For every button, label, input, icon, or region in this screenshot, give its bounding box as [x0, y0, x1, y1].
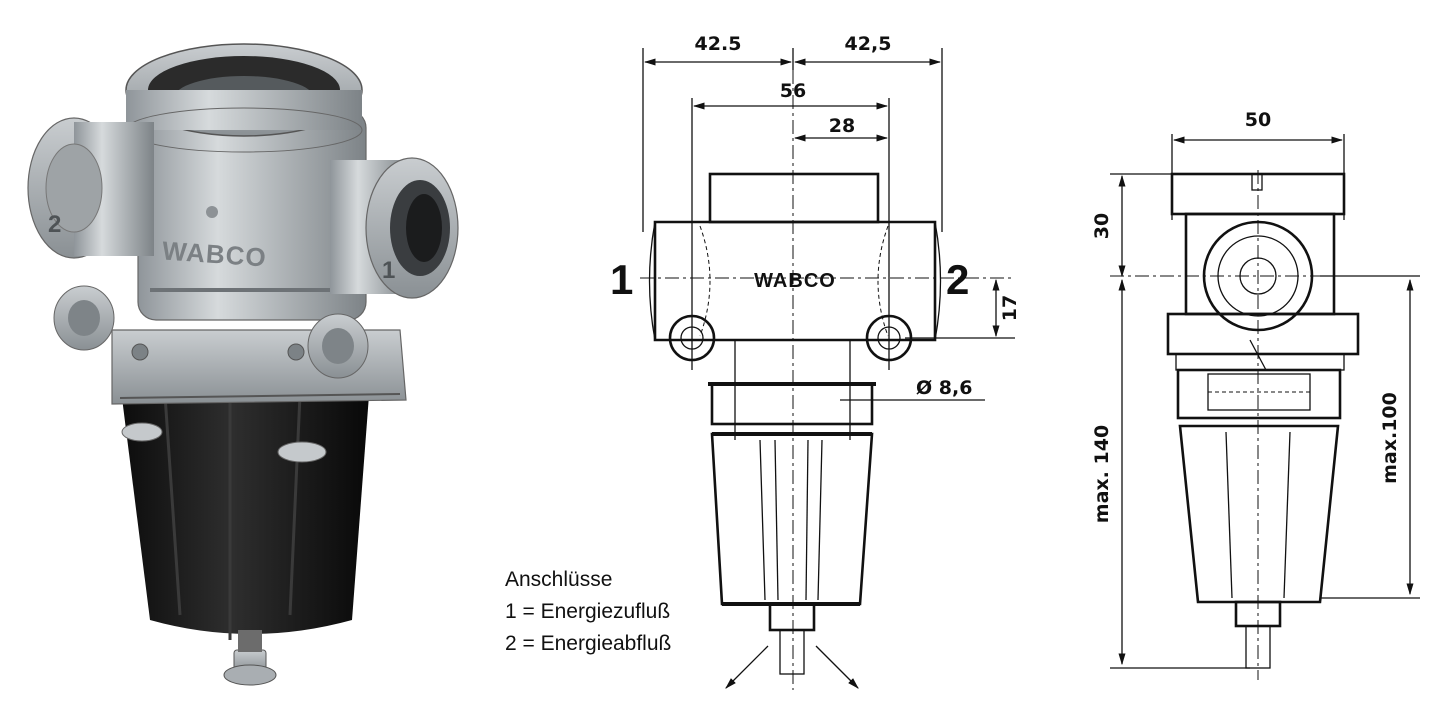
dim-right-width: 42,5 [845, 33, 892, 55]
dim-port-height: 17 [999, 295, 1021, 321]
front-port-2-label: 2 [946, 256, 969, 303]
legend-title: Anschlüsse [505, 568, 612, 591]
legend-item-2: 2 = Energieabfluß [505, 632, 671, 655]
dim-side-max-total: max. 140 [1091, 425, 1113, 523]
valve-photo: 2 1 WABCO [27, 43, 459, 686]
front-view-drawing: 42.5 42,5 56 28 WABCO 1 2 17 [610, 33, 1021, 690]
dim-half-spacing: 28 [829, 115, 855, 137]
front-port-1-label: 1 [610, 256, 633, 303]
dim-side-max-lower: max.100 [1379, 392, 1401, 484]
front-brand-label: WABCO [754, 270, 836, 292]
side-view-drawing: 50 30 max.100 [1091, 109, 1420, 680]
dim-side-top-offset: 30 [1091, 213, 1113, 239]
dim-side-width: 50 [1245, 109, 1271, 131]
photo-port-right-label: 1 [382, 257, 396, 284]
dim-hole-diameter: Ø 8,6 [916, 377, 972, 399]
photo-port-left-label: 2 [48, 211, 62, 238]
dim-left-width: 42.5 [695, 33, 742, 55]
photo-brand-label: WABCO [161, 235, 268, 272]
ports-legend: Anschlüsse 1 = Energiezufluß 2 = Energie… [505, 568, 671, 655]
legend-item-1: 1 = Energiezufluß [505, 600, 670, 623]
